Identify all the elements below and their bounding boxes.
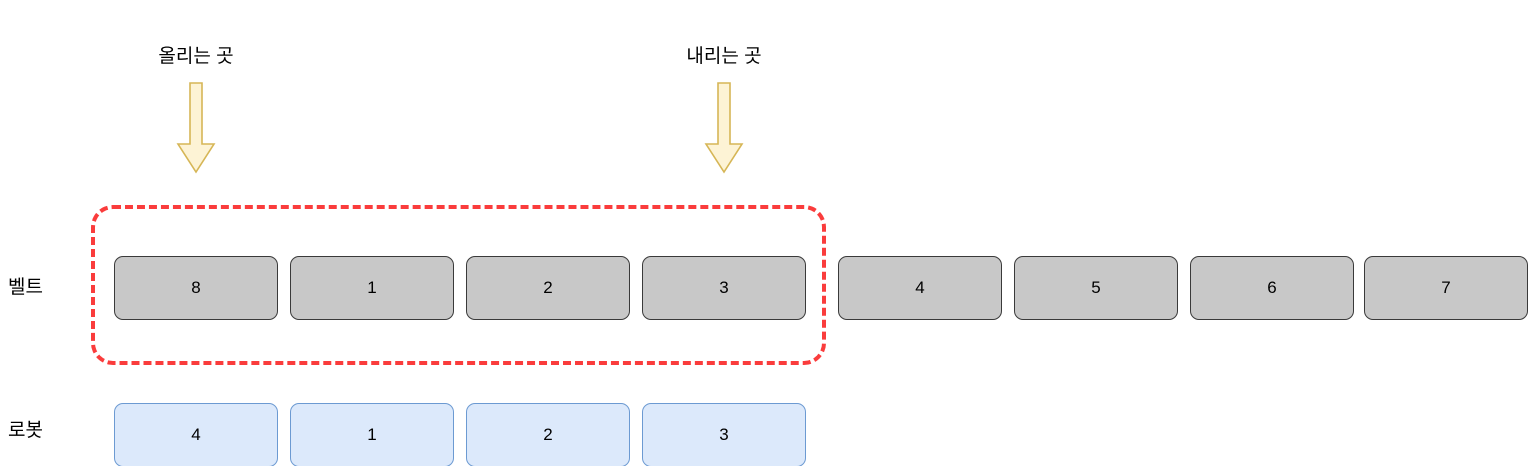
robot-cell-3-value: 3 [719,425,729,444]
robot-cell-1[interactable]: 1 [290,403,454,466]
belt-cell-4[interactable]: 4 [838,256,1002,320]
belt-cell-7-value: 7 [1441,278,1451,297]
robot-cell-3[interactable]: 3 [642,403,806,466]
belt-cell-1-value: 1 [367,278,377,297]
load-arrow-icon [176,82,216,174]
robot-cell-0-value: 4 [191,425,201,444]
robot-cell-1-value: 1 [367,425,377,444]
belt-cell-4-value: 4 [915,278,925,297]
belt-cell-3[interactable]: 3 [642,256,806,320]
unload-arrow-icon [704,82,744,174]
belt-cell-6-value: 6 [1267,278,1277,297]
belt-cell-1[interactable]: 1 [290,256,454,320]
belt-cell-2-value: 2 [543,278,553,297]
belt-cell-0[interactable]: 8 [114,256,278,320]
robot-cell-2-value: 2 [543,425,553,444]
belt-cell-6[interactable]: 6 [1190,256,1354,320]
belt-cell-7[interactable]: 7 [1364,256,1528,320]
belt-window-highlight [91,205,826,365]
belt-cell-3-value: 3 [719,278,729,297]
belt-cell-5-value: 5 [1091,278,1101,297]
robot-cell-2[interactable]: 2 [466,403,630,466]
annotation-label-load: 올리는 곳 [158,46,234,67]
robot-cell-0[interactable]: 4 [114,403,278,466]
belt-cell-0-value: 8 [191,278,201,297]
row-label-belt: 벨트 [8,277,43,298]
belt-cell-5[interactable]: 5 [1014,256,1178,320]
row-label-robot: 로봇 [8,420,43,441]
annotation-label-unload: 내리는 곳 [686,46,762,67]
belt-cell-2[interactable]: 2 [466,256,630,320]
